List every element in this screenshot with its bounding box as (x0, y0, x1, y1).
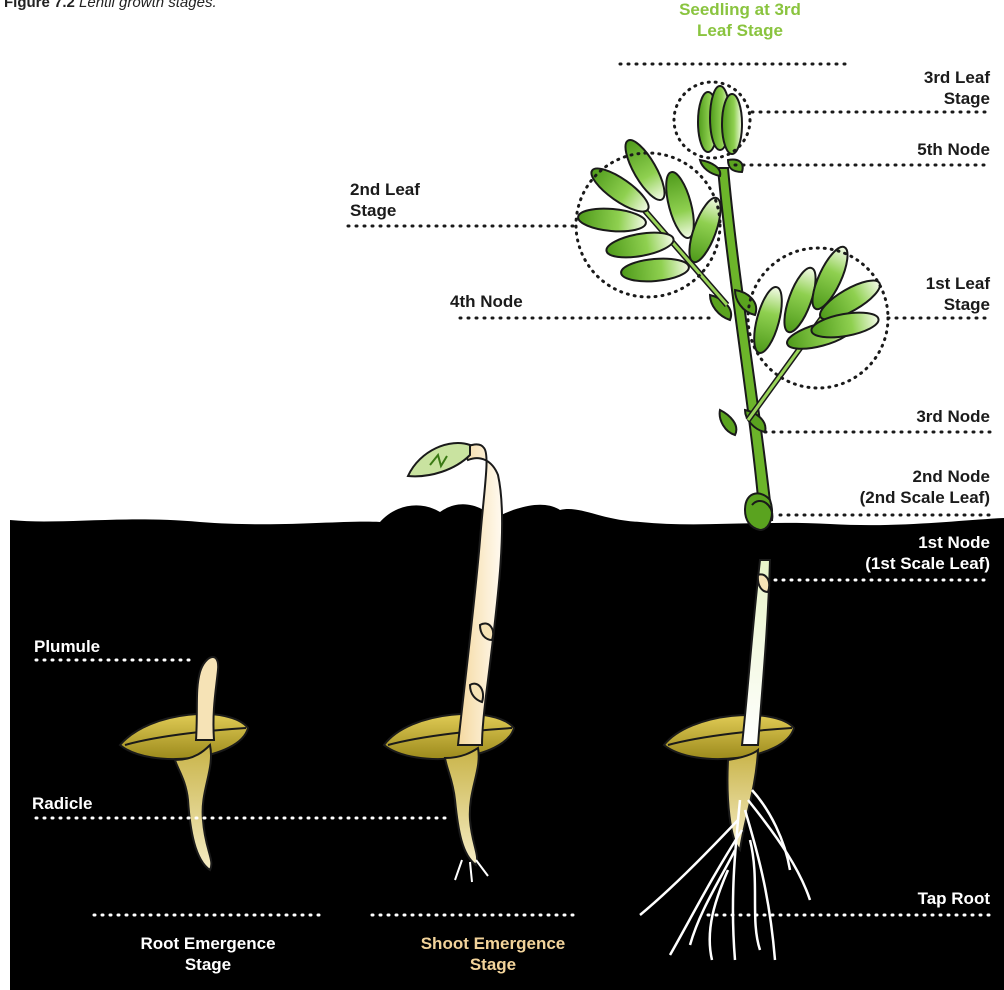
label-5th-node: 5th Node (860, 139, 990, 160)
label-3rd-leaf-stage: 3rd Leaf Stage (880, 67, 990, 109)
label-shoot-emergence-stage: Shoot Emergence Stage (383, 933, 603, 975)
label-root-emergence-stage: Root Emergence Stage (98, 933, 318, 975)
figure-caption-text: Lentil growth stages. (79, 0, 217, 11)
figure-number: Figure 7.2 (4, 0, 75, 11)
label-1st-node: 1st Node (1st Scale Leaf) (820, 532, 990, 574)
label-2nd-node: 2nd Node (2nd Scale Leaf) (820, 466, 990, 508)
label-2nd-leaf-stage: 2nd Leaf Stage (350, 179, 470, 221)
label-tap-root: Tap Root (860, 888, 990, 909)
seedling-stage-title: Seedling at 3rd Leaf Stage (640, 0, 840, 41)
label-plumule: Plumule (34, 636, 154, 657)
label-4th-node: 4th Node (450, 291, 570, 312)
label-1st-leaf-stage: 1st Leaf Stage (880, 273, 990, 315)
label-radicle: Radicle (32, 793, 152, 814)
label-3rd-node: 3rd Node (860, 406, 990, 427)
figure-caption: Figure 7.2 Lentil growth stages. (4, 0, 217, 11)
